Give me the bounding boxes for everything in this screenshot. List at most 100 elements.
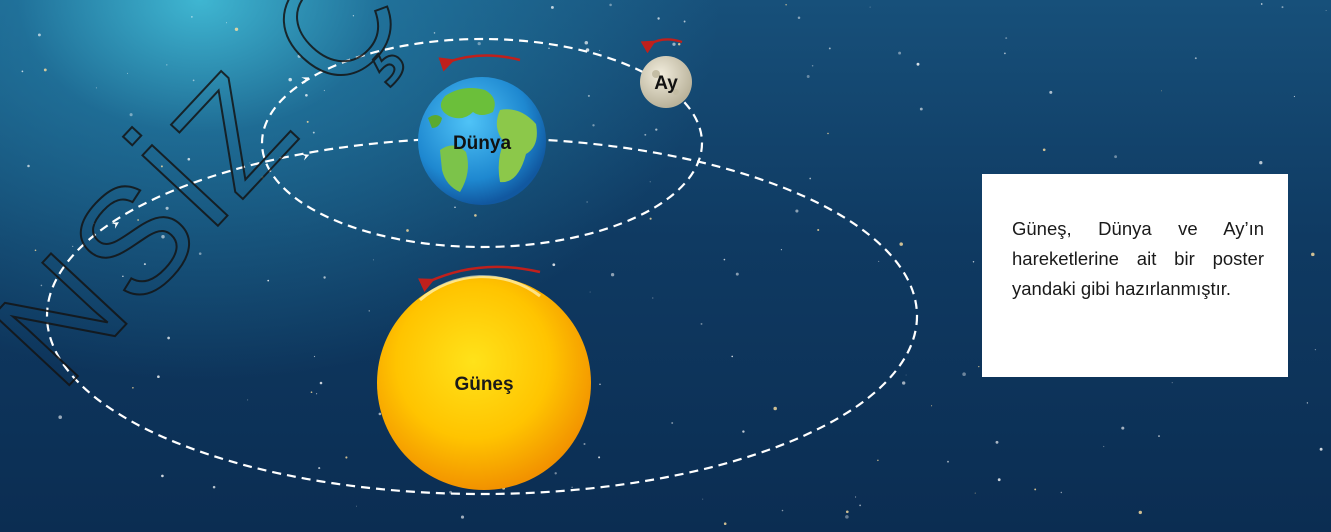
star — [1158, 435, 1160, 438]
star — [312, 131, 315, 134]
star — [947, 460, 949, 463]
star — [143, 263, 146, 266]
moon-rotation-arrow — [640, 38, 683, 54]
star — [845, 515, 849, 519]
star — [731, 355, 733, 358]
star — [723, 258, 726, 261]
star — [672, 42, 676, 46]
star — [319, 381, 323, 385]
sun-label: Güneş — [454, 374, 513, 395]
star — [809, 177, 812, 180]
star — [368, 310, 370, 312]
star — [95, 87, 97, 89]
star — [609, 3, 612, 7]
star — [27, 164, 30, 168]
star — [1042, 148, 1046, 152]
star — [267, 279, 270, 282]
star — [127, 72, 128, 74]
star — [477, 41, 481, 46]
star — [1034, 488, 1037, 491]
star — [37, 33, 41, 37]
star — [869, 6, 871, 8]
star — [592, 124, 595, 127]
star — [931, 405, 933, 407]
star — [318, 467, 321, 470]
star — [845, 510, 849, 514]
star — [972, 261, 975, 263]
star — [655, 128, 658, 131]
star — [166, 64, 168, 66]
star — [93, 222, 95, 224]
sun-rotation-arrow — [418, 265, 541, 292]
star — [589, 291, 591, 293]
star — [780, 249, 782, 251]
star — [129, 113, 133, 117]
star — [40, 284, 43, 287]
star — [460, 515, 465, 519]
caption-text: Güneş, Dünya ve Ay’ın hareketlerine ait … — [1012, 218, 1264, 299]
star — [1060, 491, 1063, 494]
star — [702, 498, 704, 500]
moon: Ay — [640, 56, 692, 108]
star — [1121, 426, 1125, 430]
caption-box: Güneş, Dünya ve Ay’ın hareketlerine ait … — [982, 174, 1288, 377]
star — [735, 272, 739, 276]
star — [773, 406, 777, 411]
star — [406, 229, 409, 232]
star — [1103, 445, 1105, 448]
star — [785, 4, 787, 6]
star — [1138, 510, 1143, 515]
star — [43, 68, 47, 72]
star — [352, 15, 355, 17]
star — [919, 107, 923, 111]
star — [160, 165, 163, 168]
star — [345, 456, 348, 459]
star — [191, 16, 193, 18]
star — [598, 456, 601, 459]
star — [167, 336, 170, 340]
star — [974, 492, 976, 494]
star — [700, 322, 703, 325]
moon-label: Ay — [654, 73, 678, 94]
star — [898, 51, 902, 55]
star — [797, 16, 801, 19]
star — [584, 40, 589, 45]
star — [58, 415, 62, 419]
star — [962, 372, 966, 376]
star — [599, 383, 601, 386]
star-field — [21, 3, 1327, 525]
star — [586, 201, 588, 203]
star — [161, 474, 164, 478]
star — [157, 375, 160, 379]
star — [552, 263, 556, 267]
star — [587, 94, 590, 97]
star — [806, 75, 810, 78]
star — [795, 209, 799, 213]
star — [649, 217, 652, 220]
star — [212, 485, 216, 489]
earth: Dünya — [418, 77, 546, 205]
star — [161, 234, 165, 239]
star — [249, 162, 251, 164]
star — [192, 79, 195, 82]
star — [165, 206, 169, 210]
star — [817, 228, 820, 232]
star — [997, 478, 1001, 482]
star — [827, 132, 829, 135]
star — [859, 504, 861, 507]
star — [310, 391, 313, 394]
star — [1161, 90, 1162, 92]
star — [878, 260, 880, 262]
star — [34, 249, 37, 252]
star — [828, 47, 831, 50]
star — [247, 399, 249, 401]
star — [316, 393, 318, 395]
star — [454, 206, 456, 208]
star — [234, 27, 239, 32]
star — [225, 22, 228, 24]
star — [261, 176, 264, 179]
star — [297, 54, 301, 58]
star — [657, 17, 660, 20]
star — [610, 273, 615, 277]
star — [995, 440, 999, 444]
